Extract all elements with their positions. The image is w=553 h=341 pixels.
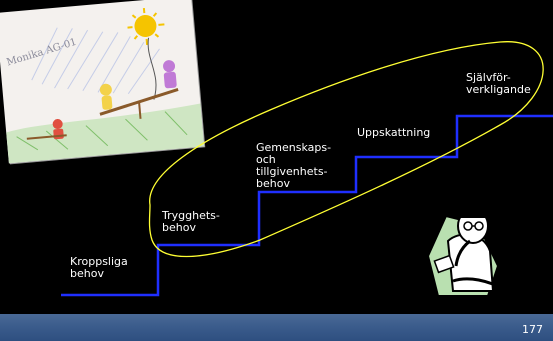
step-label-uppskattning: Uppskattning xyxy=(357,127,430,139)
step-label-kroppsliga: Kroppsliga behov xyxy=(70,256,128,280)
footer-bar: 177 xyxy=(0,314,553,341)
page-number: 177 xyxy=(522,323,543,336)
step-label-gemenskaps: Gemenskaps- och tillgivenhets- behov xyxy=(256,142,331,190)
step-label-trygghets: Trygghets- behov xyxy=(162,210,220,234)
thinker-clipart xyxy=(418,196,528,306)
step-label-sjalvforverkligande: Självför- verkligande xyxy=(466,72,531,96)
